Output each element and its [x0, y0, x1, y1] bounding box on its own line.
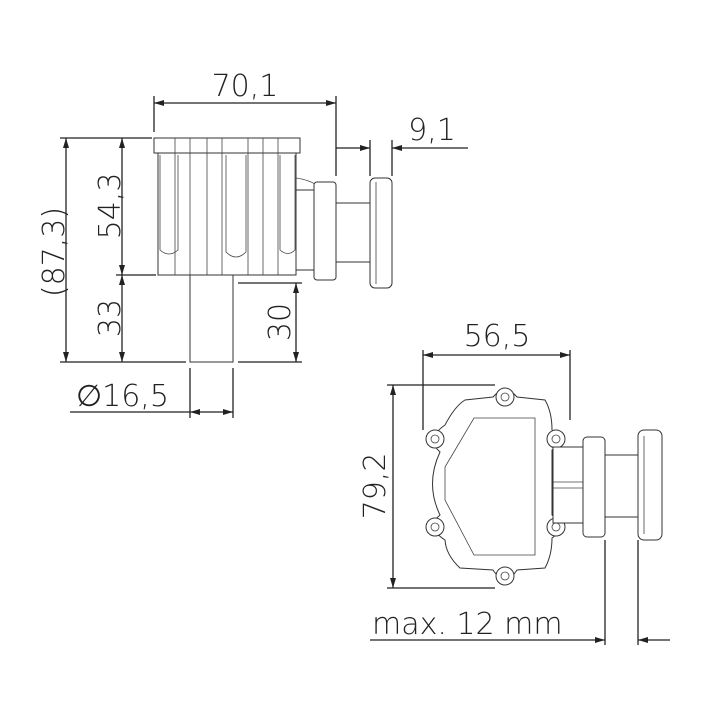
connector-flange-inner	[582, 436, 606, 538]
inner-window	[444, 417, 536, 556]
connector-block	[313, 181, 337, 281]
connector-flange-outer	[637, 429, 663, 541]
connector-neck	[295, 189, 317, 271]
outlet-pipe	[189, 274, 234, 363]
bolt-icon	[425, 517, 445, 537]
connector-flange	[369, 177, 393, 289]
dimension-height-79-2: 79,2	[358, 453, 393, 520]
bolt-icon	[495, 566, 515, 586]
connector-block	[552, 446, 586, 524]
top-view-part	[425, 387, 663, 586]
dimension-pipe-length-30: 30	[263, 303, 298, 341]
dimension-width-70-1: 70,1	[212, 69, 279, 104]
body-ribs	[159, 138, 296, 275]
dimension-total-height-87-3: (87,3)	[37, 207, 72, 297]
side-view-part	[153, 137, 393, 363]
dimension-width-56-5: 56,5	[464, 319, 531, 354]
dimension-offset-9-1: 9,1	[408, 113, 456, 148]
bolt-icon	[495, 387, 515, 407]
dimension-lower-height-33: 33	[93, 299, 128, 337]
filter-body	[157, 152, 297, 276]
dimension-body-height-54-3: 54,3	[93, 173, 128, 240]
side-view-dimensions: 70,1 9,1 (87,3) 54,3 33 30 ∅16,5	[37, 69, 468, 418]
top-view-dimensions: 56,5 79,2 max. 12 mm	[358, 319, 670, 645]
bolt-icon	[425, 429, 445, 449]
dimension-pipe-diameter-16-5: ∅16,5	[76, 379, 169, 414]
connector-shaft	[604, 454, 639, 518]
connector-shaft	[335, 202, 371, 263]
bolt-bosses	[425, 387, 566, 586]
bolt-icon	[546, 429, 566, 449]
dimension-max-thickness-12mm: max. 12 mm	[372, 607, 563, 642]
